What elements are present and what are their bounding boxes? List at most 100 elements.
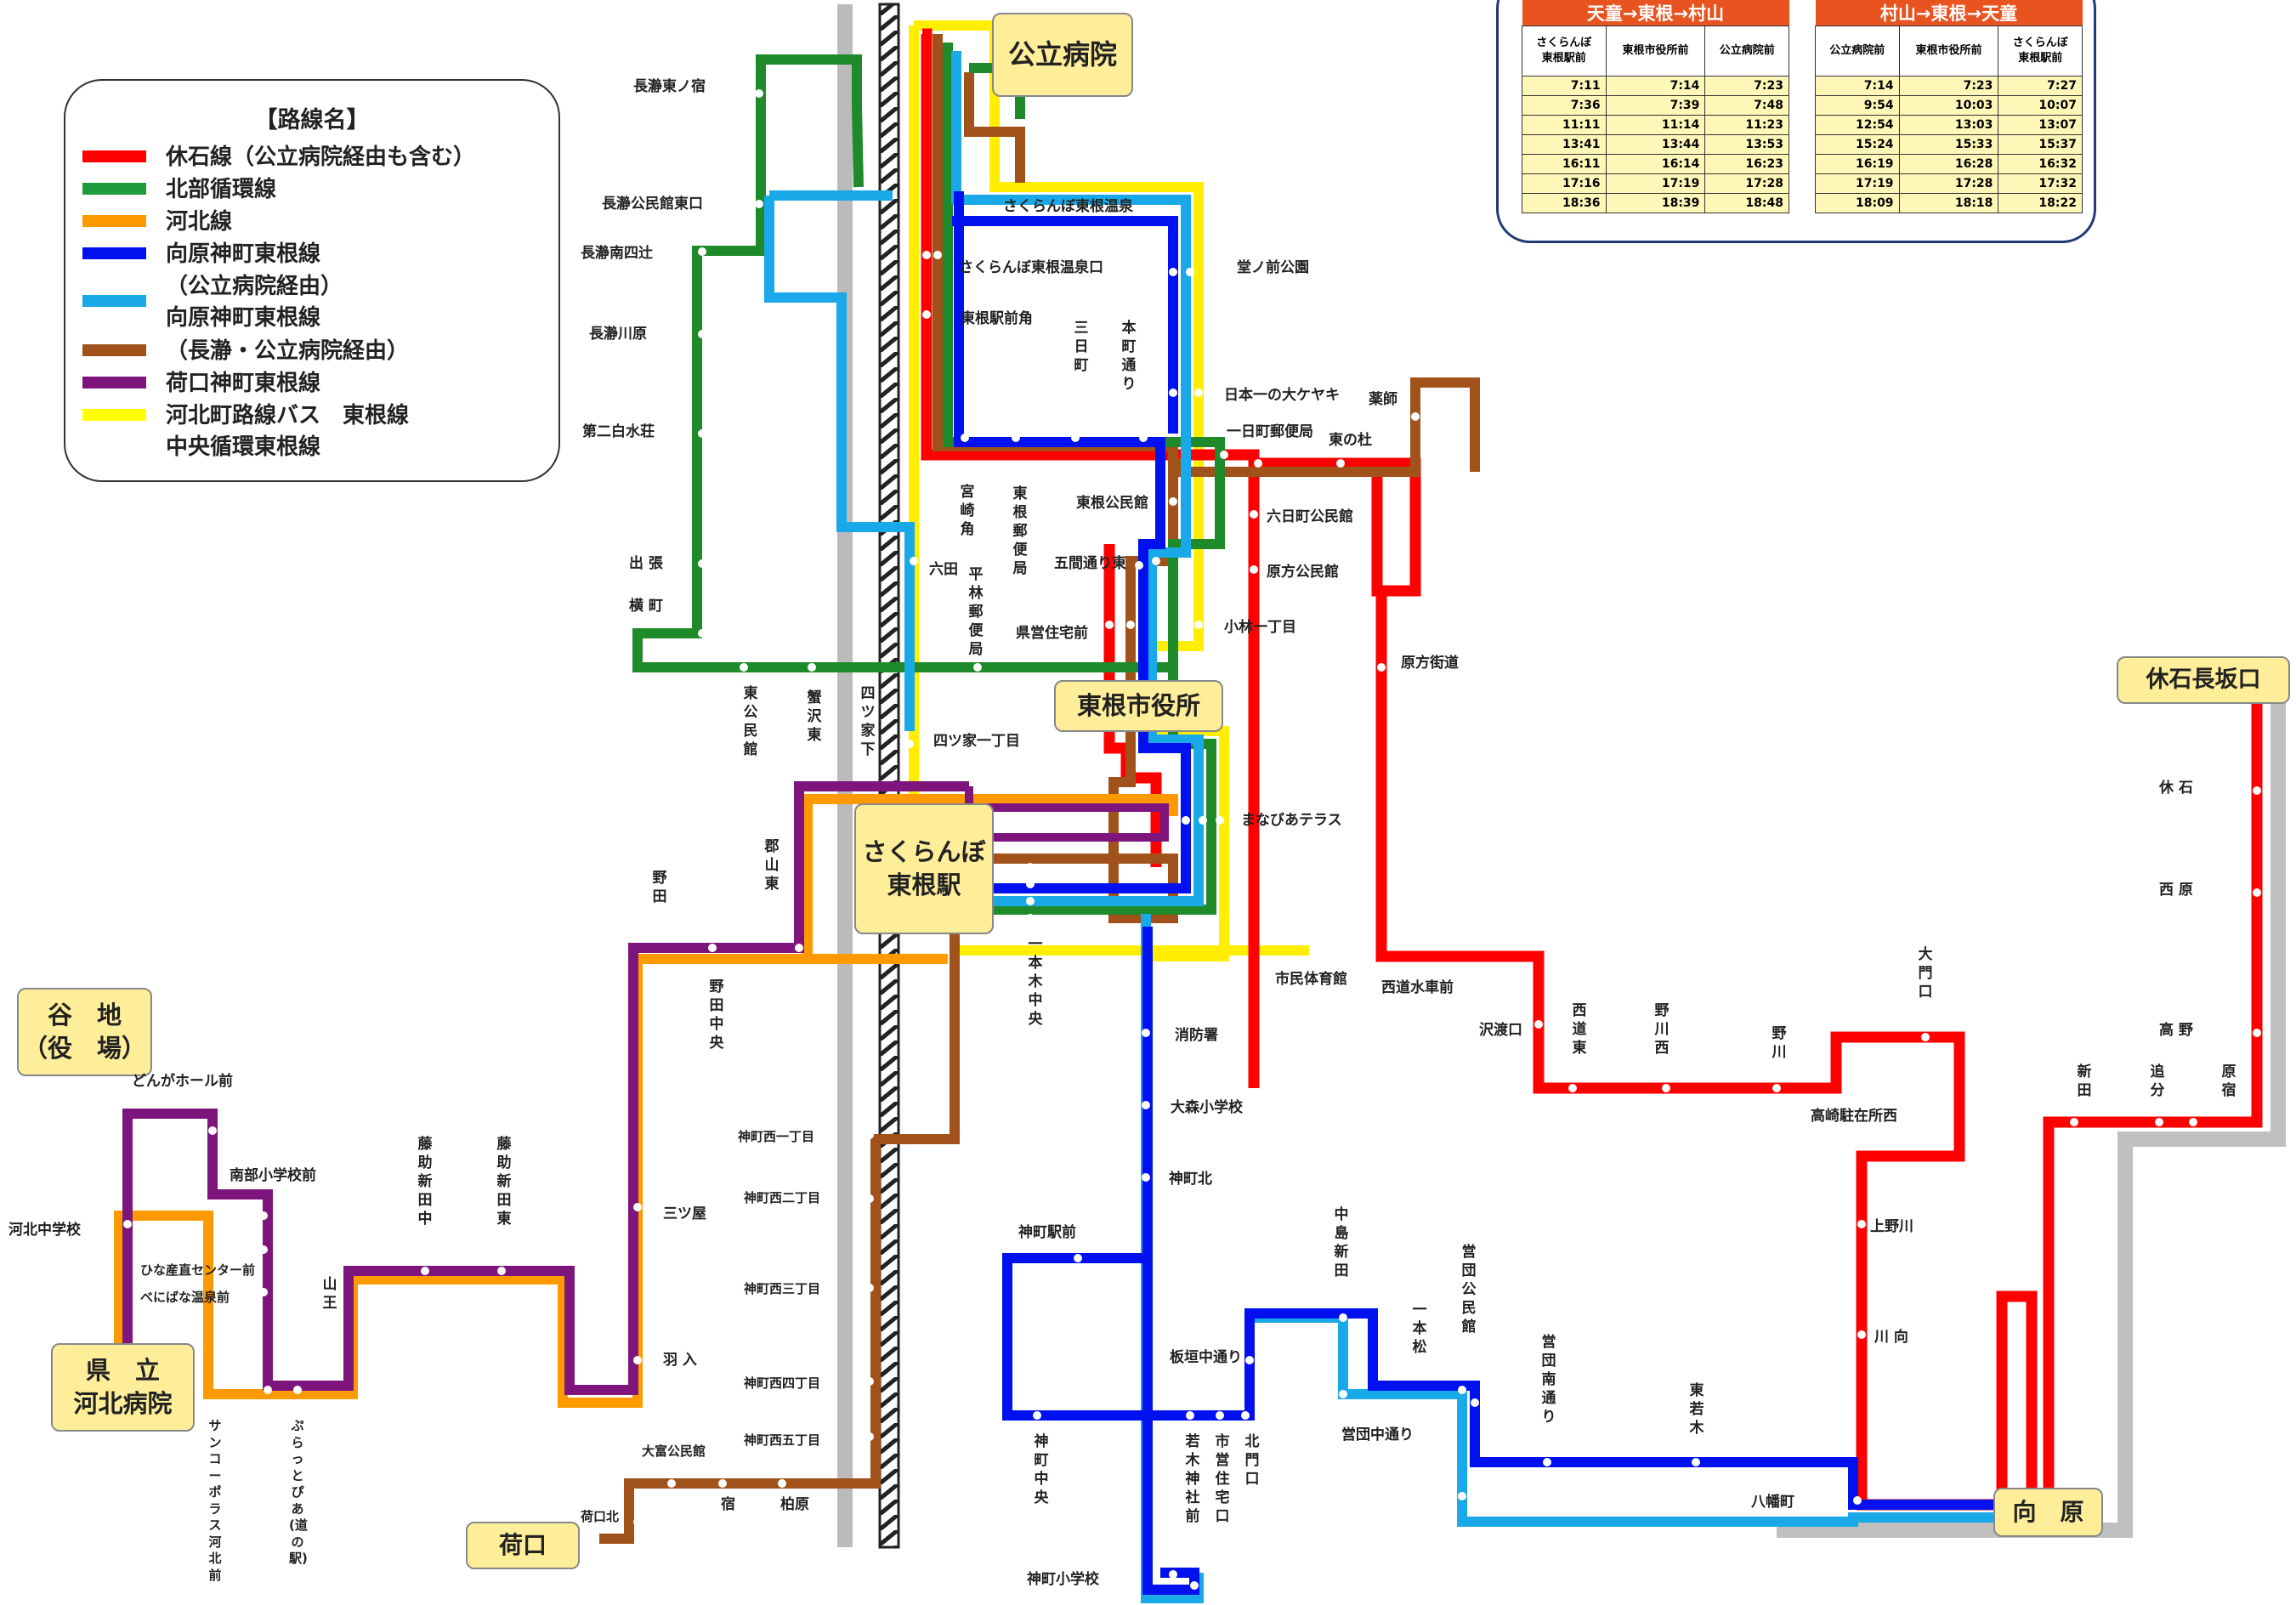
timetable-cell: 7:36 — [1522, 95, 1607, 116]
stop-dot — [865, 1131, 874, 1139]
stop-label: 県営住宅前 — [1016, 625, 1088, 642]
stop-dot — [1012, 434, 1020, 442]
stop-label: 神町西五丁目 — [744, 1432, 821, 1448]
stop-dot — [795, 944, 803, 952]
timetable-column: 公立病院前 — [1815, 26, 1900, 77]
stop-label: 神町西一丁目 — [738, 1129, 815, 1144]
stop-label: 東根駅前角 — [961, 310, 1033, 327]
stop-label: ひな産直センター前 — [140, 1262, 256, 1278]
stop-dot — [698, 629, 706, 638]
stop-dot — [123, 1220, 132, 1228]
timetable-cell: 7:39 — [1605, 95, 1706, 116]
stop-dot — [1857, 1220, 1866, 1228]
stop-dot — [865, 1377, 874, 1386]
stop-label: 本町通り — [1121, 320, 1137, 394]
stop-dot — [1142, 1173, 1150, 1182]
stop-label: 休 石 — [2159, 780, 2193, 797]
stop-dot — [718, 1479, 727, 1488]
stop-dot — [1216, 816, 1224, 825]
stop-label: 追分 — [2150, 1063, 2165, 1100]
stop-dot — [1169, 1570, 1177, 1579]
stop-dot — [2253, 786, 2261, 795]
stop-dot — [1853, 1496, 1862, 1505]
stop-label: 第二白水荘 — [582, 423, 655, 440]
stop-dot — [2189, 1118, 2197, 1126]
stop-dot — [1772, 1084, 1781, 1092]
timetable-cell: 18:22 — [1998, 193, 2083, 213]
stop-dot — [698, 429, 706, 438]
timetable-cell: 13:03 — [1898, 115, 1999, 135]
timetable-cell: 11:23 — [1704, 115, 1789, 135]
stop-dot — [1857, 1330, 1866, 1339]
stop-dot — [1534, 1020, 1543, 1029]
stop-label: 長瀞公民館東口 — [602, 196, 703, 213]
stop-dot — [1169, 268, 1177, 276]
stop-label: 三日町 — [1074, 320, 1089, 375]
stop-label: 原方公民館 — [1267, 564, 1339, 581]
timetable-cell: 7:48 — [1704, 95, 1789, 116]
timetable-cell: 15:33 — [1898, 134, 1999, 155]
stop-label: 山王 — [322, 1276, 337, 1313]
stop-dot — [910, 557, 918, 565]
stop-dot — [1250, 510, 1258, 519]
timetable-cell: 18:39 — [1605, 193, 1706, 213]
legend-purple: 荷口神町東根線 — [166, 371, 321, 396]
stop-dot — [1194, 388, 1203, 397]
stop-dot — [1216, 1411, 1224, 1420]
stop-dot — [990, 251, 999, 259]
stop-label: サンコーポラス河北前 — [208, 1418, 222, 1583]
legend-title: 【路線名】 — [254, 107, 370, 133]
timetable-title: 村山→東根→天童 — [1815, 0, 2083, 26]
timetable-cell: 16:28 — [1898, 154, 1999, 174]
stop-dot — [708, 944, 717, 952]
stop-label: 日本一の大ケヤキ — [1224, 387, 1340, 404]
stop-label: 四ツ家一丁目 — [933, 733, 1020, 750]
stop-dot — [865, 1284, 874, 1292]
stop-label: 羽 入 — [663, 1352, 697, 1369]
stop-dot — [1543, 1458, 1551, 1466]
stop-dot — [905, 740, 914, 748]
timetable-cell: 11:14 — [1605, 115, 1706, 135]
stop-label: まなびあテラス — [1241, 812, 1342, 829]
stop-dot — [264, 1386, 272, 1394]
stop-dot — [2253, 888, 2261, 897]
stop-label: 神町西三丁目 — [744, 1281, 821, 1296]
legend-swatch-lightblue — [82, 295, 146, 307]
stop-label: 藤助新田中 — [417, 1136, 433, 1228]
stop-dot — [1339, 1390, 1347, 1398]
timetable-cell: 16:32 — [1998, 154, 2083, 174]
stop-label: 高崎駐在所西 — [1811, 1108, 1897, 1125]
route-blue — [952, 191, 2015, 1595]
stop-label: さくらんぼ東根温泉口 — [959, 259, 1103, 276]
timetable-cell: 13:44 — [1605, 134, 1706, 155]
stop-label: 新田 — [2077, 1063, 2092, 1100]
stop-label: 大富公民館 — [642, 1443, 706, 1459]
stop-dot — [1662, 1084, 1670, 1092]
stop-label: 神町小学校 — [1027, 1571, 1099, 1588]
stop-dot — [1377, 663, 1386, 672]
stop-label: 中島新田 — [1334, 1206, 1349, 1280]
stop-dot — [1254, 459, 1262, 468]
place-yasumiishi: 休石長坂口 — [2117, 656, 2290, 704]
stop-label: 東の杜 — [1329, 432, 1372, 449]
stop-dot — [1126, 621, 1135, 629]
stop-dot — [1135, 561, 1143, 570]
legend-brown: （長瀞・公立病院経由） — [166, 338, 410, 364]
timetable-cell: 17:32 — [1998, 173, 2083, 194]
stop-dot — [1142, 1101, 1150, 1109]
stop-dot — [1186, 1411, 1194, 1420]
timetable-cell: 13:07 — [1998, 115, 2083, 135]
stop-dot — [1026, 914, 1035, 922]
stop-label: 宮崎角 — [960, 484, 975, 539]
stop-label: 東公民館 — [743, 685, 758, 759]
stop-label: 長瀞南四辻 — [581, 245, 653, 262]
stop-label: 市民体育館 — [1275, 971, 1347, 988]
timetable-cell: 11:11 — [1522, 115, 1607, 135]
